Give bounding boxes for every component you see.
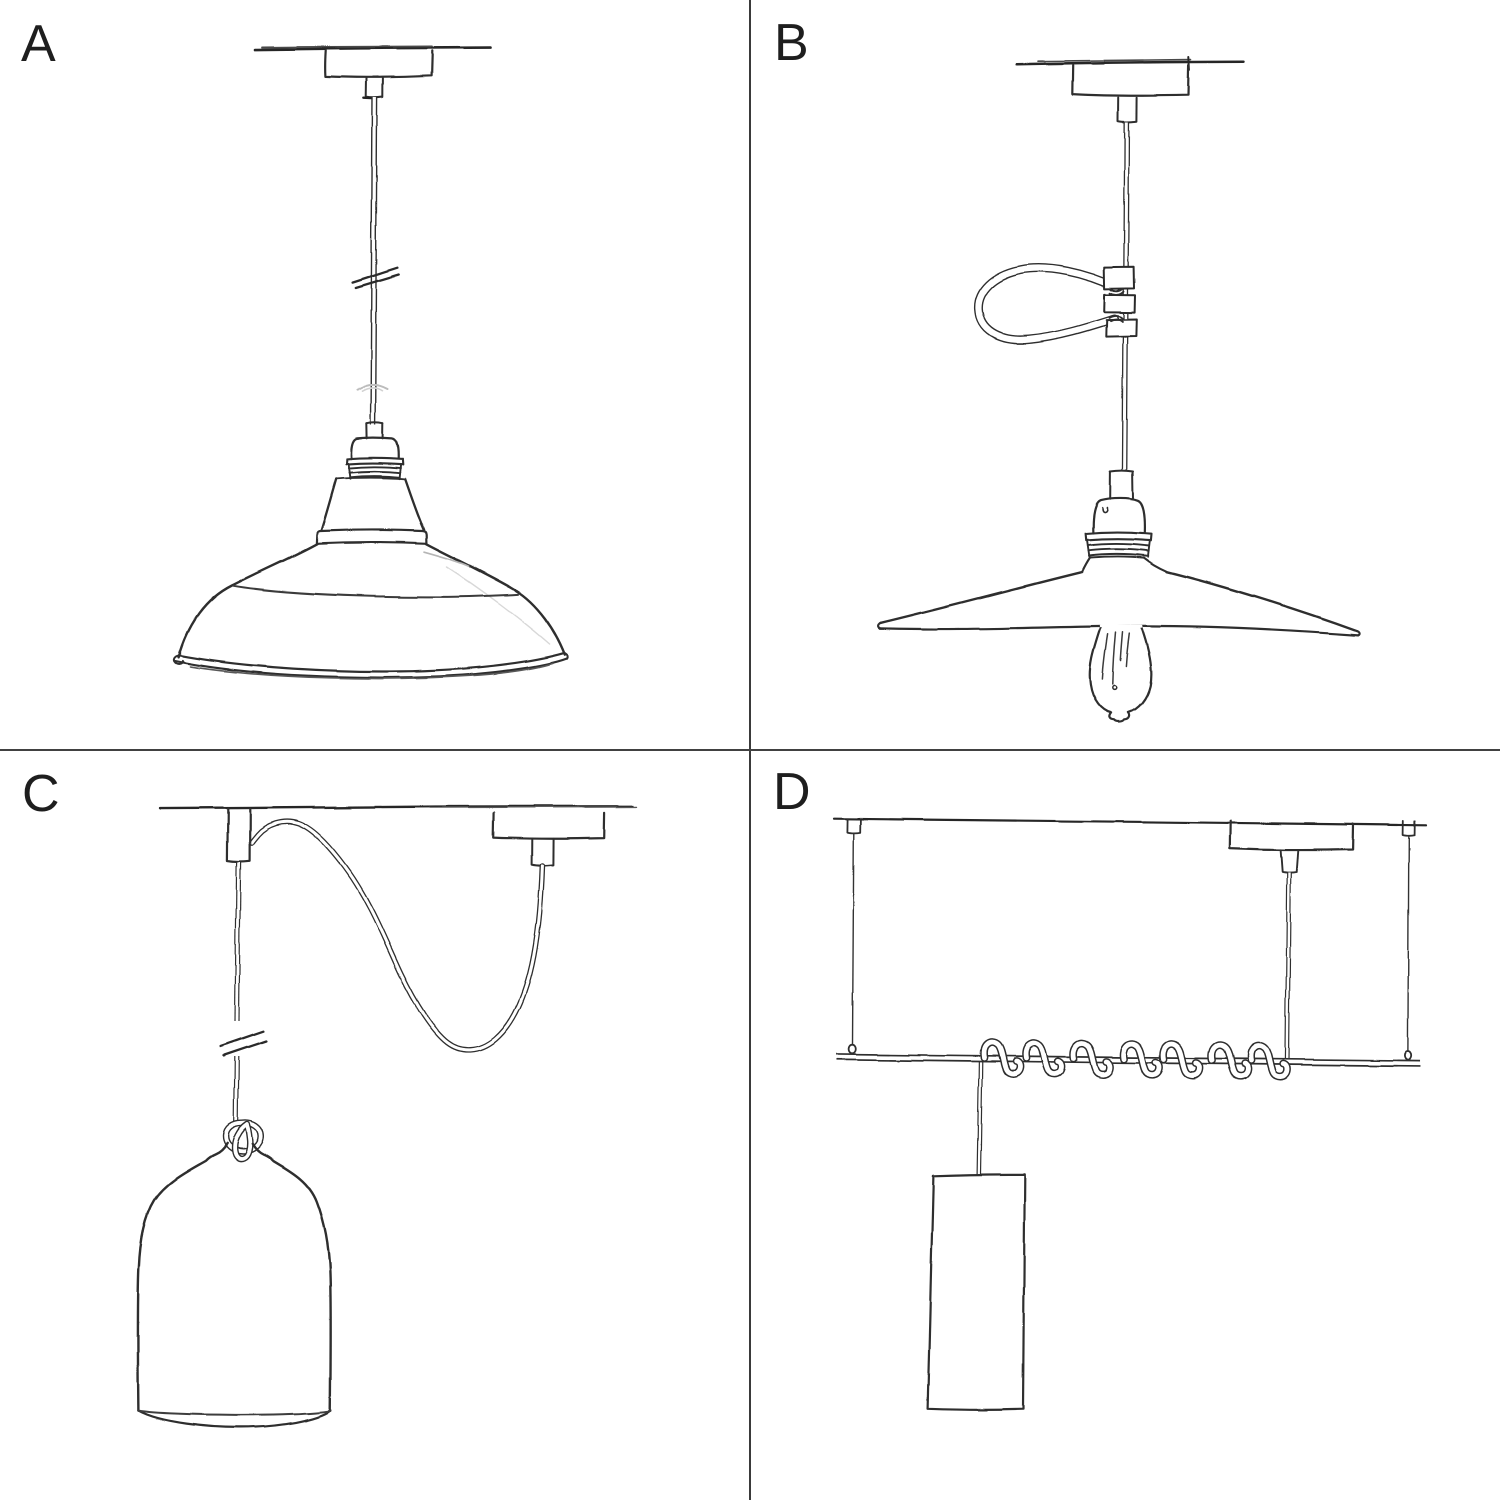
ceiling-line bbox=[1015, 56, 1246, 72]
panel-a: A bbox=[0, 0, 750, 750]
drop-cable bbox=[233, 862, 242, 1122]
lamp-holder-threads bbox=[1086, 540, 1152, 558]
ceiling-rose bbox=[1228, 819, 1355, 852]
cable-knot bbox=[222, 1119, 265, 1163]
industrial-shade bbox=[177, 476, 566, 659]
panel-d-drawing bbox=[832, 817, 1428, 1411]
pendant-cable bbox=[369, 96, 378, 425]
bulb-tip-dot bbox=[1112, 684, 1118, 691]
ceiling-hook bbox=[226, 807, 251, 864]
lamp-holder-threads bbox=[348, 463, 402, 480]
cable-cut-mark bbox=[219, 1030, 268, 1057]
lamp-holder bbox=[1084, 469, 1154, 542]
left-wire-eyelet bbox=[847, 1043, 857, 1055]
panel-a-drawing bbox=[172, 45, 569, 680]
cable-grip bbox=[1279, 848, 1299, 874]
shade-rim bbox=[172, 651, 569, 680]
pendant-cable bbox=[1284, 872, 1292, 1060]
lamp-holder bbox=[345, 421, 404, 466]
panel-b: B bbox=[750, 0, 1500, 750]
panel-d-drawing-ink bbox=[832, 817, 1428, 1411]
ceiling-line bbox=[158, 805, 637, 810]
cable-grip bbox=[530, 837, 555, 867]
tube-shade bbox=[926, 1173, 1026, 1411]
panel-d-label: D bbox=[773, 763, 811, 821]
loop-strap-tips bbox=[1108, 287, 1125, 323]
panel-b-drawing-ink bbox=[877, 56, 1361, 724]
plate-shade bbox=[877, 555, 1361, 636]
bell-shade bbox=[136, 1142, 332, 1429]
cable-grip bbox=[1117, 96, 1138, 124]
cable-grip bbox=[362, 77, 384, 100]
loop-clip-blocks bbox=[1103, 266, 1138, 338]
length-adjust-mark bbox=[356, 383, 389, 392]
right-ceiling-fixing bbox=[1401, 820, 1416, 837]
panel-c-label: C bbox=[22, 765, 60, 823]
ceiling-rose bbox=[1071, 63, 1190, 97]
horizontal-divider bbox=[0, 748, 1500, 751]
suspension-bar bbox=[835, 1053, 1421, 1067]
drop-cable bbox=[976, 1058, 983, 1175]
light-bulb bbox=[1088, 624, 1153, 724]
wrapped-cable-coils bbox=[979, 1038, 1291, 1081]
panel-c: C bbox=[0, 750, 750, 1500]
ceiling-rose bbox=[323, 49, 434, 79]
bulb-filament-lines bbox=[1101, 631, 1131, 685]
panel-b-label: B bbox=[774, 14, 809, 72]
panel-a-label: A bbox=[21, 15, 56, 73]
right-suspension-wire bbox=[1407, 835, 1410, 1052]
panel-c-drawing bbox=[136, 805, 637, 1429]
panel-c-drawing-ink bbox=[136, 805, 637, 1429]
ceiling-rose bbox=[492, 811, 606, 840]
ceiling-line bbox=[253, 45, 493, 51]
right-wire-eyelet bbox=[1403, 1050, 1413, 1061]
panel-d: D bbox=[750, 750, 1500, 1500]
left-suspension-wire bbox=[851, 832, 855, 1046]
cable-shortening-loop bbox=[974, 263, 1121, 344]
ceiling-line bbox=[832, 817, 1428, 827]
panel-b-drawing bbox=[877, 56, 1361, 724]
left-ceiling-fixing bbox=[846, 818, 862, 835]
cable-cut-mark bbox=[351, 267, 401, 290]
swag-cable bbox=[248, 818, 546, 1053]
panel-a-drawing-ink bbox=[172, 45, 569, 680]
